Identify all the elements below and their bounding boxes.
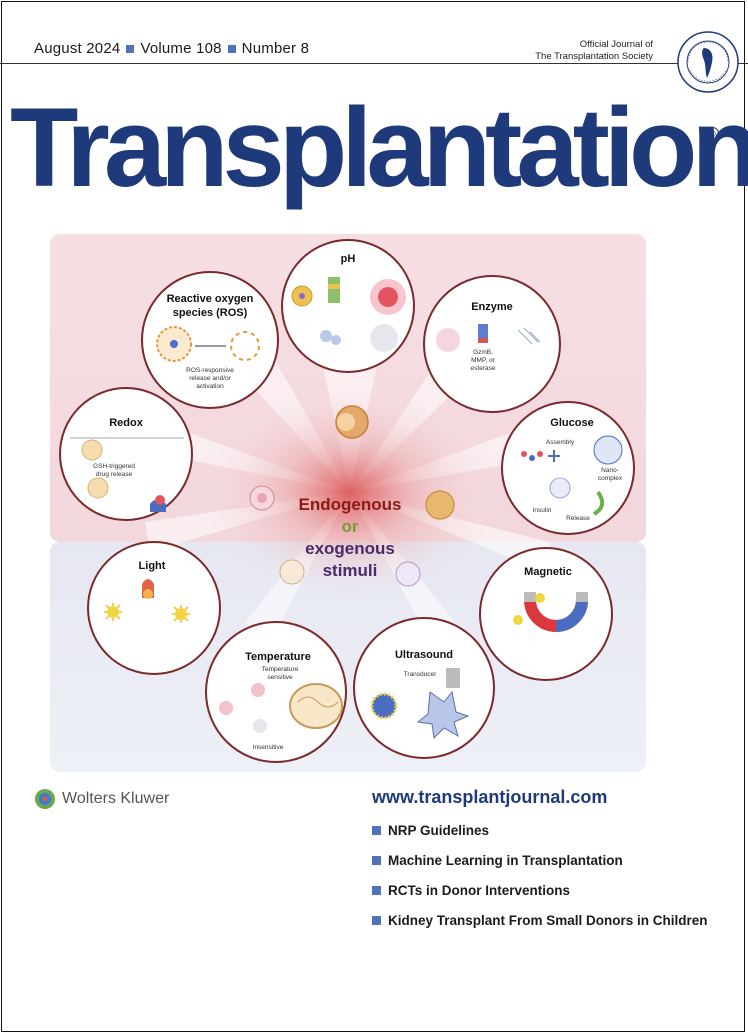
journal-title: Transplantation	[10, 85, 748, 210]
caption-temperature-insensitive: Insensitive	[253, 744, 284, 751]
society-line-2: The Transplantation Society	[535, 51, 653, 62]
caption-ros-3: activation	[196, 383, 224, 390]
label-ros-1: Reactive oxygen	[167, 293, 254, 305]
bullet-square-icon	[372, 856, 381, 865]
circle-ph: pH	[281, 239, 415, 373]
cover-illustration: Endogenous or exogenous stimuli pH React…	[50, 234, 646, 772]
issue-date: August 2024	[34, 40, 121, 57]
center-glow	[200, 382, 500, 602]
caption-ros-2: release and/or	[189, 375, 231, 382]
bullet-square-icon	[126, 44, 135, 53]
center-text-stimuli: stimuli	[323, 561, 378, 580]
toc-item-title: RCTs in Donor Interventions	[388, 883, 571, 898]
table-of-contents: NRP Guidelines Machine Learning in Trans…	[372, 822, 712, 942]
toc-item: Kidney Transplant From Small Donors in C…	[372, 912, 712, 929]
caption-redox-2: drug release	[96, 471, 133, 478]
bullet-square-icon	[372, 886, 381, 895]
center-text-endogenous: Endogenous	[299, 495, 402, 514]
toc-item-title: Machine Learning in Transplantation	[388, 853, 623, 868]
nanoparticle-icon	[279, 559, 305, 585]
circle-magnetic: Magnetic	[479, 547, 613, 681]
toc-item-title: NRP Guidelines	[388, 823, 490, 838]
issue-line: August 2024 Volume 108 Number 8	[34, 40, 309, 57]
issue-volume: Volume 108	[140, 40, 222, 57]
caption-temperature-2: sensitive	[267, 674, 293, 681]
issue-number: Number 8	[241, 40, 310, 57]
caption-glucose-nano-1: Nano-	[601, 467, 619, 474]
label-ph: pH	[341, 253, 356, 265]
registered-mark: ®	[706, 127, 719, 140]
society-affiliation: Official Journal of The Transplantation …	[535, 39, 653, 63]
bullet-square-icon	[372, 826, 381, 835]
society-line-1: Official Journal of	[579, 39, 653, 50]
caption-enzyme-3: esterase	[471, 365, 496, 372]
nanoparticle-icon	[395, 561, 421, 587]
caption-glucose-nano-2: complex	[598, 475, 623, 482]
bullet-square-icon	[372, 916, 381, 925]
circle-temperature: Temperature Temperature sensitive Insens…	[205, 621, 347, 763]
label-magnetic: Magnetic	[524, 566, 572, 578]
caption-enzyme-2: MMP, or	[471, 357, 496, 364]
toc-item: Machine Learning in Transplantation	[372, 852, 712, 869]
circle-ros: Reactive oxygen species (ROS) ROS-respon…	[141, 271, 279, 409]
circle-enzyme: Enzyme GzmB, MMP, or esterase	[423, 275, 561, 413]
bullet-square-icon	[227, 44, 236, 53]
label-enzyme: Enzyme	[471, 301, 513, 313]
label-ultrasound: Ultrasound	[395, 649, 453, 661]
toc-item: NRP Guidelines	[372, 822, 712, 839]
label-light: Light	[139, 560, 166, 572]
journal-website-link[interactable]: www.transplantjournal.com	[372, 787, 608, 807]
label-glucose: Glucose	[550, 417, 593, 429]
circle-light: Light	[87, 541, 221, 675]
circle-redox: Redox GSH-triggered drug release	[59, 387, 193, 521]
publisher: Wolters Kluwer	[34, 788, 169, 810]
caption-glucose-release: Release	[566, 515, 590, 522]
caption-redox-1: GSH-triggered	[93, 463, 135, 470]
caption-enzyme-1: GzmB,	[473, 349, 493, 356]
wolters-kluwer-logo-icon	[35, 789, 55, 809]
label-redox: Redox	[109, 417, 144, 429]
caption-temperature-1: Temperature	[262, 666, 299, 673]
toc-item-title: Kidney Transplant From Small Donors in C…	[388, 913, 708, 928]
society-seal-logo	[677, 31, 739, 93]
publisher-name: Wolters Kluwer	[62, 790, 170, 807]
label-temperature: Temperature	[245, 651, 311, 663]
center-text-exogenous: exogenous	[305, 539, 395, 558]
caption-ultrasound-transducer: Transducer	[404, 671, 437, 678]
circle-glucose: Glucose Assembly Nano- complex Insulin R…	[501, 401, 635, 535]
header-rule	[0, 63, 748, 64]
nanoparticle-icon	[425, 490, 455, 520]
toc-item: RCTs in Donor Interventions	[372, 882, 712, 899]
center-text-or: or	[342, 517, 359, 536]
circle-ultrasound: Ultrasound Transducer	[353, 617, 495, 759]
caption-glucose-insulin: Insulin	[533, 507, 552, 514]
caption-ros-1: ROS-responsive	[186, 367, 234, 374]
label-ros-2: species (ROS)	[173, 307, 248, 319]
caption-glucose-assembly: Assembly	[546, 439, 575, 446]
